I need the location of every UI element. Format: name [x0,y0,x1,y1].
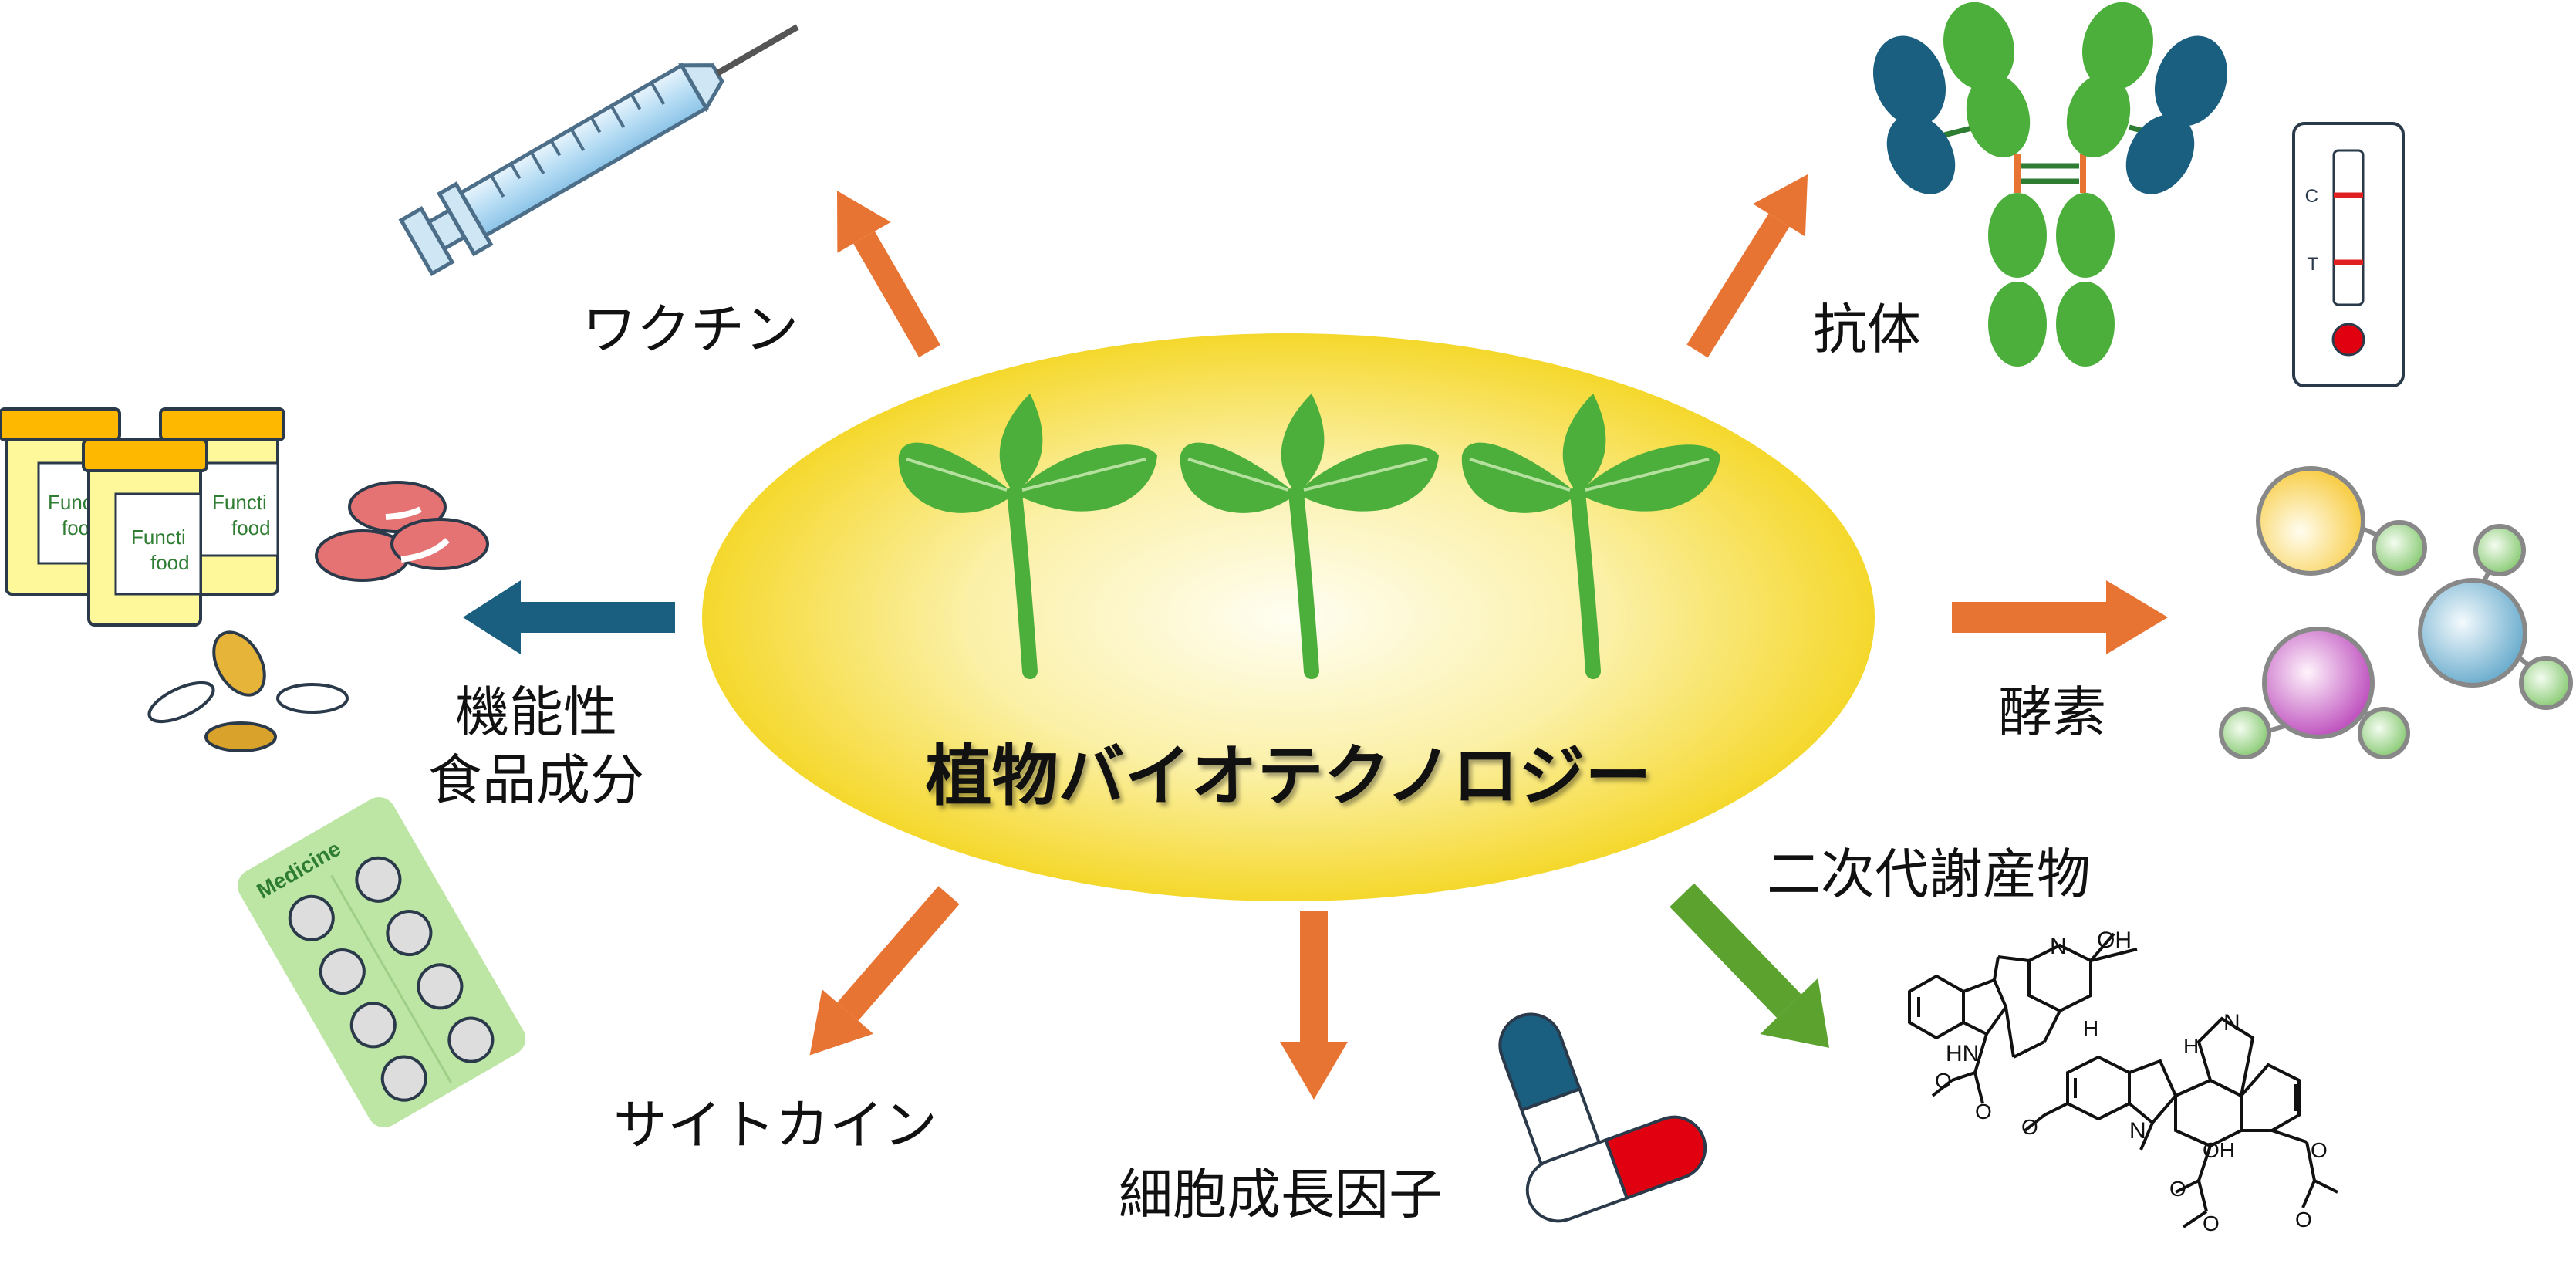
center-title: 植物バイオテクノロジー [925,738,1652,815]
seedling-icon [898,394,1157,679]
label-vaccine: ワクチン [582,298,798,361]
molecule-atom: N [2223,1010,2240,1036]
antibody-icon [1872,2,2228,367]
supplement-bottles-icon: Functi food Functi food Functi food [0,407,285,627]
label-antibody: 抗体 [1813,298,1921,361]
molecule-atom: OH [2097,928,2132,953]
chemical-structure-icon: OH N HN H N H N OH O O O O O O O [1908,928,2338,1235]
molecule-atom: O [2169,1177,2186,1201]
molecule-atom: O [2021,1115,2038,1139]
molecule-atom: O [2311,1138,2328,1162]
molecule-atom: HN [1946,1041,1979,1066]
seedling-icon [1180,394,1439,679]
molecule-atom: N [2050,934,2067,959]
molecule-atom: H [2183,1034,2199,1058]
capsules-icon [1498,1012,1707,1223]
molecule-atom: N [2129,1118,2146,1144]
arrow-to-growth-factor [1280,911,1348,1100]
label-cytokine: サイトカイン [613,1093,937,1157]
test-strip-t-label: T [2307,254,2318,275]
test-strip-icon: C T [2292,122,2405,387]
arrow-to-functional-food [463,580,675,654]
label-secondary-metabolites: 二次代謝産物 [1767,843,2091,906]
enzyme-icon [2219,466,2573,759]
molecule-atom: O [1935,1069,1952,1093]
test-strip-c-label: C [2305,186,2318,207]
label-growth-factor: 細胞成長因子 [1119,1163,1443,1226]
label-enzyme: 酵素 [1998,681,2106,744]
seedling-icon [1461,394,1720,679]
molecule-atom: O [1975,1100,1992,1124]
seedling-icons [898,394,1720,679]
arrow-to-secondary-metabolites [1670,883,1830,1048]
bottle-label: food [231,516,271,539]
arrow-to-cytokine [809,886,960,1056]
molecule-atom: H [2083,1016,2098,1040]
arrow-to-vaccine [837,191,940,357]
bottle-label: Functi [212,491,267,514]
molecule-atom: O [2203,1211,2220,1235]
medicine-blister-icon: Medicine [238,797,526,1128]
arrow-to-antibody [1686,174,1808,358]
bottle-label: food [150,551,190,574]
tablets-icon [147,481,489,752]
molecule-atom: OH [2203,1138,2235,1162]
syringe-icon [398,24,799,277]
bottle-label: Functi [131,525,186,549]
arrow-to-enzyme [1952,580,2168,654]
label-functional-food: 機能性 食品成分 [428,681,644,812]
molecule-atom: O [2295,1208,2312,1232]
